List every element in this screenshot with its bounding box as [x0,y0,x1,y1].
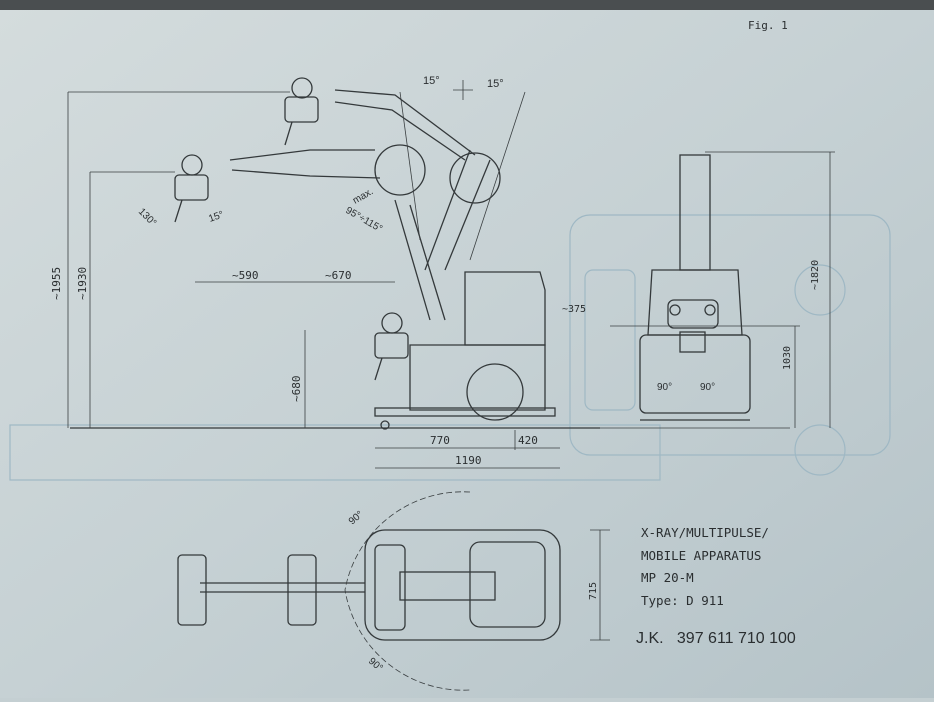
angle-front-right: 90° [700,382,715,393]
tube-head-mid [174,154,209,223]
bleed-through-ghost [9,214,891,481]
dim-front-height: ~1820 [810,260,821,290]
angle-front-left: 90° [657,382,672,393]
tube-head-top [284,77,319,146]
tube-head-low [374,312,409,381]
chassis [374,407,556,417]
front-view [610,151,835,428]
side-dimension-lines [67,91,560,469]
type-label: Type: D 911 [641,593,724,608]
angle-tilt-right: 15° [487,78,504,90]
side-view [174,77,556,430]
title-line-2: MOBILE APPARATUS [641,548,761,563]
dim-height-total: ~1955 [50,267,63,300]
model-label: MP 20-M [641,570,694,585]
rear-wheel [466,363,524,421]
dim-front-body: 1030 [782,346,793,370]
top-head-left [177,554,207,626]
arm-joint-right [449,152,501,204]
dim-base-rear: 420 [518,434,538,447]
angle-head-tilt: 15° [207,209,225,225]
dim-reach-1: ~590 [232,269,259,282]
dim-base-total: 1190 [455,454,482,467]
top-view [177,491,610,691]
top-head-mid [287,554,317,626]
dim-height-arm: ~1930 [76,267,89,300]
reference-number: J.K. 397 611 710 100 [636,630,796,647]
figure-label: Fig. 1 [748,19,788,32]
dim-handle: ~375 [562,304,586,315]
dim-reach-2: ~670 [325,269,352,282]
angle-tilt-left: 15° [423,75,440,87]
dim-base-front: 770 [430,434,450,447]
base-housing [464,271,546,346]
top-edge [0,0,934,10]
arm-joint-left [374,144,426,196]
title-line-1: X-RAY/MULTIPULSE/ [641,525,769,540]
dim-top-width: 715 [588,582,599,600]
dim-height-low: ~680 [290,376,303,403]
title-block: X-RAY/MULTIPULSE/ MOBILE APPARATUS MP 20… [636,525,796,647]
